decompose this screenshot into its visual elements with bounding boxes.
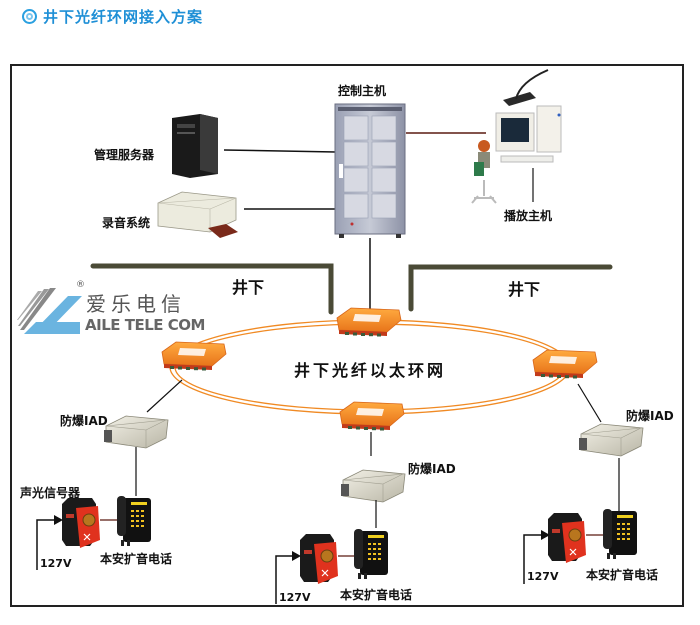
explosion-proof-iad-icon [340,469,406,503]
power-feed-line [275,555,294,604]
phone-label: 本安扩音电话 [340,588,413,602]
voltage-label: 127V [527,570,559,583]
rack-recorder-icon [157,191,238,238]
server-cabinet-icon [334,103,406,238]
registered-mark: ® [76,280,85,290]
signal-device-label: 声光信号器 [20,486,81,500]
intrinsically-safe-phone-icon [354,529,388,579]
audible-visual-signal-icon [61,497,101,549]
underground-zone-right-label: 井下 [508,280,541,299]
ring-switch-icon [161,341,227,371]
page-heading: 井下光纤环网接入方案 [22,6,203,27]
voltage-label: 127V [40,557,72,570]
diagram-frame [10,64,684,607]
power-feed-line [523,534,543,584]
arrow-right-icon [54,515,63,525]
phone-label: 本安扩音电话 [586,568,659,582]
explosion-proof-iad-icon [578,423,644,457]
ring-to-iad-line [146,379,183,413]
double-circle-bullet-icon [22,9,37,24]
logo-name-en: AILE TELE COM [85,316,205,334]
phone-label: 本安扩音电话 [100,552,173,566]
management-server-label: 管理服务器 [94,148,155,162]
underground-zone-left-label: 井下 [232,278,265,297]
logo-name-cn: 爱乐电信 [86,292,186,316]
iad-label: 防爆IAD [408,462,456,476]
arrow-right-icon [292,551,301,561]
ring-to-iad-line [577,383,602,423]
zone-boundary-left [90,263,334,315]
operator-workstation-icon [471,69,562,204]
recording-system-label: 录音系统 [102,216,151,230]
fiber-ring-label: 井下光纤以太环网 [294,361,447,380]
zone-boundary-right [408,264,613,312]
intrinsically-safe-phone-icon [603,509,637,559]
server-to-host-line [223,149,337,153]
arrow-right-icon [541,530,550,540]
explosion-proof-iad-icon [103,415,169,449]
ring-switch-icon [336,307,402,337]
page-title: 井下光纤环网接入方案 [43,8,204,26]
aile-telecom-logo-icon [17,288,82,334]
intrinsically-safe-phone-icon [117,496,151,546]
audible-visual-signal-icon [299,533,339,585]
control-host-label: 控制主机 [338,84,387,98]
power-feed-line [36,519,56,570]
iad-label: 防爆IAD [60,414,108,428]
voltage-label: 127V [279,591,311,604]
ring-switch-icon [532,349,598,379]
audible-visual-signal-icon [547,512,587,564]
iad-label: 防爆IAD [626,409,674,423]
tower-server-icon [172,114,218,178]
broadcast-host-label: 播放主机 [504,209,553,223]
ring-switch-icon [339,401,405,431]
